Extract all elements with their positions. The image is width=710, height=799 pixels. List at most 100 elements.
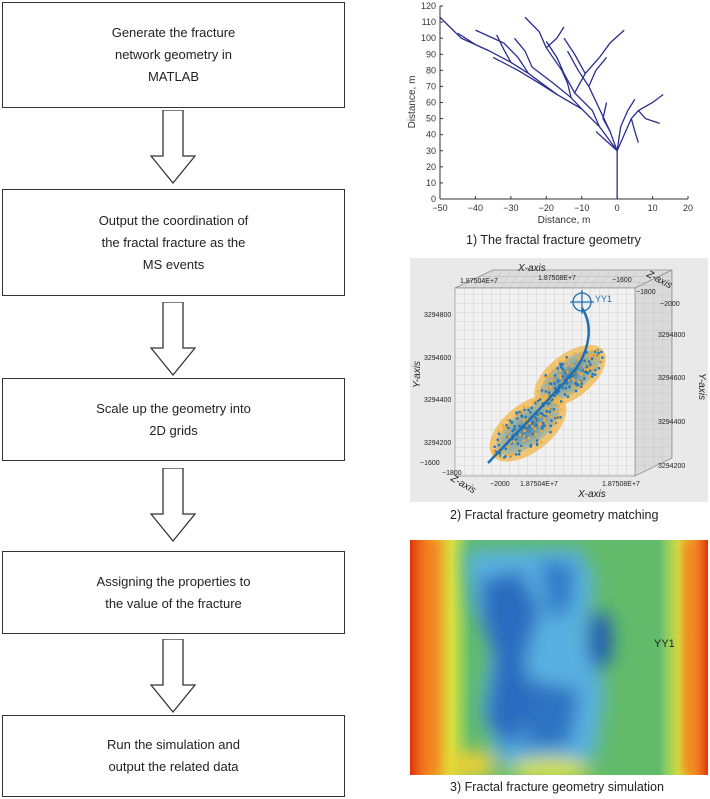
y-tick-label: 0	[431, 194, 436, 204]
fracture-branch-line	[598, 29, 625, 58]
well-label-heatmap: YY1	[654, 638, 675, 650]
z-top-tick: −1800	[636, 289, 656, 296]
y-left-tick: 3294400	[424, 397, 451, 404]
x-top-tick: 1.87508E+7	[538, 275, 576, 282]
wellbore-trajectory	[487, 307, 590, 464]
x-tick-label: 10	[648, 203, 658, 213]
fracture-branch-line	[616, 93, 664, 152]
fracture-branch-line	[637, 110, 660, 125]
fracture-branch-line	[602, 102, 611, 132]
x-axis-label: Distance, m	[538, 215, 591, 226]
y-tick-label: 80	[426, 65, 436, 75]
panel1-caption: 1) The fractal fracture geometry	[466, 233, 641, 247]
low-value-zones	[445, 548, 612, 775]
fracture-branch-line	[563, 37, 586, 74]
panel2-caption: 2) Fractal fracture geometry matching	[450, 508, 659, 522]
fracture-branch-line	[588, 57, 608, 87]
down-arrow-2	[150, 302, 196, 377]
step-text-line: Output the coordination of	[98, 212, 249, 228]
step-text-line: output the related data	[108, 759, 239, 774]
z-bottom-tick: −2000	[490, 481, 510, 488]
y-left-tick: 3294200	[424, 440, 451, 447]
x-tick-label: −10	[574, 203, 589, 213]
y-tick-label: 120	[421, 1, 436, 11]
fracture-branch-line	[475, 29, 530, 74]
z-top-tick: −2000	[660, 301, 680, 308]
y-tick-label: 20	[426, 162, 436, 172]
simulation-heatmap: YY1	[410, 540, 708, 775]
fracture-branch-line	[513, 37, 533, 68]
y-right-tick: 3294200	[658, 463, 685, 470]
z-top-tick: −1600	[612, 277, 632, 284]
fracture-branch-line	[545, 47, 601, 127]
y-tick-label: 40	[426, 130, 436, 140]
down-arrow-1	[150, 110, 196, 185]
step-scale-up: Scale up the geometry into 2D grids	[2, 378, 345, 461]
z-bottom-tick: −1600	[420, 460, 440, 467]
down-arrow-4	[150, 639, 196, 714]
x-bottom-tick: 1.87504E+7	[520, 481, 558, 488]
x-bottom-tick: 1.87508E+7	[602, 481, 640, 488]
x-tick-label: −20	[539, 203, 554, 213]
step-text-line: the value of the fracture	[105, 595, 242, 611]
fracture-branch-line	[588, 86, 618, 151]
x-tick-label: 20	[683, 203, 693, 213]
fracture-branch-line	[531, 66, 583, 110]
down-arrow-3	[150, 468, 196, 543]
step-text-line: 2D grids	[149, 422, 198, 438]
well-label-3d: YY1	[595, 294, 612, 304]
y-tick-label: 30	[426, 146, 436, 156]
step-run-simulation: Run the simulation and output the related…	[2, 715, 345, 797]
y-tick-label: 110	[422, 17, 436, 27]
y-right-tick: 3294400	[658, 419, 685, 426]
fracture-branch-line	[545, 41, 565, 74]
step-text-line: Assigning the properties to	[96, 573, 251, 589]
y-axis-title-left: Y-axis	[412, 361, 423, 388]
y-tick-label: 50	[426, 114, 436, 124]
fracture-branch-line	[528, 73, 618, 152]
y-tick-label: 10	[426, 178, 436, 188]
step-assign-properties: Assigning the properties to the value of …	[2, 551, 345, 634]
fracture-branch-line	[574, 57, 600, 94]
y-left-tick: 3294600	[424, 355, 451, 362]
y-tick-label: 70	[426, 81, 436, 91]
fracture-branch-line	[492, 56, 558, 96]
step-text-line: Generate the fracture	[111, 25, 236, 40]
panel3-caption: 3) Fractal fracture geometry simulation	[450, 780, 664, 794]
x-tick-label: −30	[503, 203, 518, 213]
fracture-branch-line	[524, 16, 547, 49]
y-tick-label: 90	[426, 49, 436, 59]
fracture-matching-3d-view: YY1 X-axis 1.87504E+7 1.87508E+7 Z-axis …	[410, 258, 708, 502]
x-tick-label: −50	[432, 203, 447, 213]
y-axis-label: Distance, m	[407, 76, 418, 129]
fracture-branch-line	[566, 50, 590, 87]
x-top-tick: 1.87504E+7	[460, 278, 498, 285]
step-generate-geometry: Generate the fracture network geometry in…	[2, 2, 345, 108]
step-text-line: MS events	[142, 256, 205, 272]
y-left-tick: 3294800	[424, 312, 451, 319]
fracture-branch-line	[496, 34, 512, 63]
fracture-branch-line	[616, 98, 636, 151]
fractal-geometry-chart: −50 −40 −30 −20 −10 0 10 20 0 10 20 30 40 50 60 70 80 90…	[407, 1, 693, 226]
z-bottom-tick: −1800	[442, 470, 462, 477]
fracture-branch-line	[595, 130, 618, 152]
x-tick-label: −40	[468, 203, 483, 213]
step-output-coordination: Output the coordination of the fractal fr…	[2, 189, 345, 296]
step-text-line: MATLAB	[147, 69, 200, 84]
fracture-branch-line	[630, 118, 640, 143]
step-text-line: Scale up the geometry into	[96, 400, 251, 416]
step-text-line: the fractal fracture as the	[101, 234, 246, 250]
fracture-branch-line	[545, 26, 565, 49]
y-right-tick: 3294600	[658, 375, 685, 382]
y-tick-label: 100	[421, 33, 436, 43]
fracture-branch-line	[439, 16, 529, 75]
x-tick-label: 0	[615, 203, 620, 213]
y-axis-title-right: Y-axis	[696, 373, 707, 400]
y-tick-label: 60	[426, 98, 436, 108]
fracture-branch-line	[457, 32, 490, 52]
y-right-tick: 3294800	[658, 332, 685, 339]
x-axis-title-top: X-axis	[517, 263, 546, 274]
step-text-line: network geometry in	[114, 47, 233, 62]
step-text-line: Run the simulation and	[107, 737, 240, 752]
x-axis-title-bottom: X-axis	[577, 489, 606, 500]
